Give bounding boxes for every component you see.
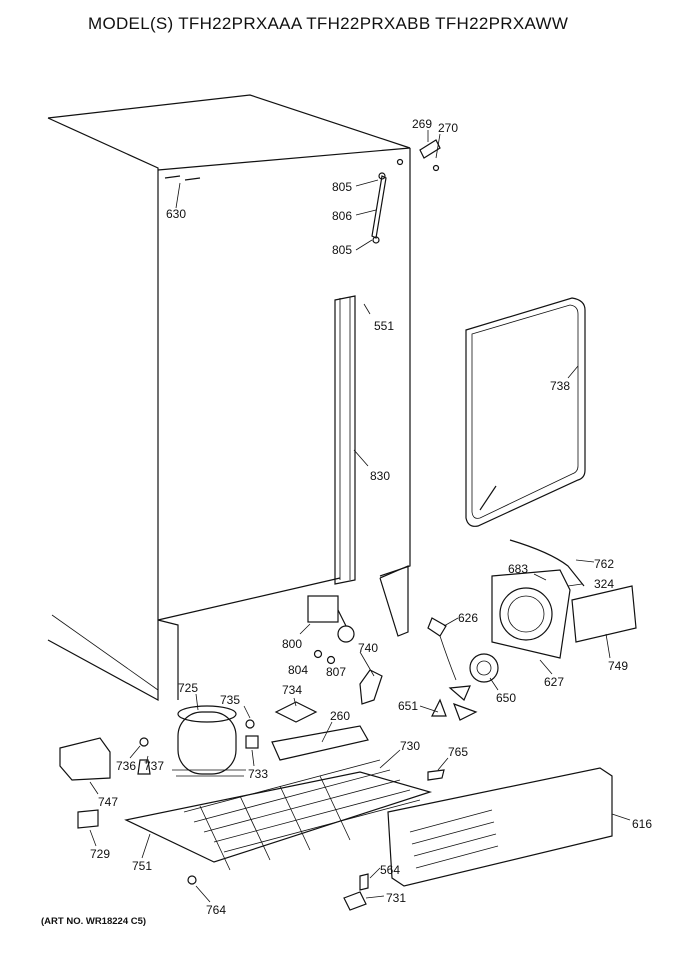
channel-830 <box>334 295 356 585</box>
bracket-731 <box>343 891 367 911</box>
plug-630 <box>164 175 201 209</box>
part-label-651: 651 <box>398 699 418 713</box>
clip-765 <box>427 769 445 781</box>
part-label-733: 733 <box>248 767 268 781</box>
part-label-734: 734 <box>282 683 302 697</box>
part-label-737: 737 <box>144 759 164 773</box>
bracket-740 <box>359 669 383 705</box>
compressor-725 <box>172 705 246 777</box>
part-label-762: 762 <box>594 557 614 571</box>
grommet-736 <box>139 737 149 747</box>
valve-800 <box>307 595 355 643</box>
part-label-324: 324 <box>594 577 614 591</box>
clip-737 <box>137 759 151 775</box>
part-label-800: 800 <box>282 637 302 651</box>
drain-pan-260 <box>271 725 369 761</box>
relay-733 <box>245 735 259 749</box>
part-label-270: 270 <box>438 121 458 135</box>
part-label-729: 729 <box>90 847 110 861</box>
bracket-734 <box>274 701 318 723</box>
part-label-627: 627 <box>544 675 564 689</box>
cover-747 <box>59 737 111 781</box>
fan-blade-651 <box>431 685 478 721</box>
tube-762 <box>509 539 585 587</box>
cover-749 <box>571 585 637 643</box>
part-label-830: 830 <box>370 469 390 483</box>
part-label-551: 551 <box>374 319 394 333</box>
part-label-747: 747 <box>98 795 118 809</box>
fan-housing-627 <box>491 569 571 659</box>
page-title: MODEL(S) TFH22PRXAAA TFH22PRXABB TFH22PR… <box>88 14 569 33</box>
part-label-650: 650 <box>496 691 516 705</box>
bracket-269 <box>396 139 441 172</box>
part-label-807: 807 <box>326 665 346 679</box>
grommet-735 <box>245 719 255 729</box>
part-label-806: 806 <box>332 209 352 223</box>
grommet-764 <box>187 875 197 885</box>
part-label-805-bottom: 805 <box>332 243 352 257</box>
part-label-738: 738 <box>550 379 570 393</box>
screw-564 <box>359 873 369 891</box>
switch-729 <box>77 809 99 829</box>
part-label-765: 765 <box>448 745 468 759</box>
part-label-735: 735 <box>220 693 240 707</box>
cabinet-outline <box>47 94 411 702</box>
condenser-751 <box>124 759 433 871</box>
fitting-807 <box>326 655 336 665</box>
part-label-564: 564 <box>380 863 400 877</box>
leader-lines <box>89 130 631 903</box>
art-number: (ART NO. WR18224 C5) <box>41 916 147 927</box>
part-label-736: 736 <box>116 759 136 773</box>
part-label-731: 731 <box>386 891 406 905</box>
back-panel-616 <box>387 767 613 887</box>
part-label-630: 630 <box>166 207 186 221</box>
part-label-805-top: 805 <box>332 180 352 194</box>
motor-650 <box>469 653 499 683</box>
part-label-269: 269 <box>412 117 432 131</box>
tube-806 <box>371 172 387 244</box>
part-label-626: 626 <box>458 611 478 625</box>
part-label-764: 764 <box>206 903 226 917</box>
part-label-804: 804 <box>288 663 308 677</box>
part-label-616: 616 <box>632 817 652 831</box>
part-label-260: 260 <box>330 709 350 723</box>
gasket-738 <box>465 297 586 527</box>
part-label-683: 683 <box>508 562 528 576</box>
part-label-725: 725 <box>178 681 198 695</box>
fitting-804 <box>313 649 323 659</box>
part-label-740: 740 <box>358 641 378 655</box>
part-label-751: 751 <box>132 859 152 873</box>
part-label-749: 749 <box>608 659 628 673</box>
part-label-730: 730 <box>400 739 420 753</box>
thermostat-626 <box>427 617 457 681</box>
